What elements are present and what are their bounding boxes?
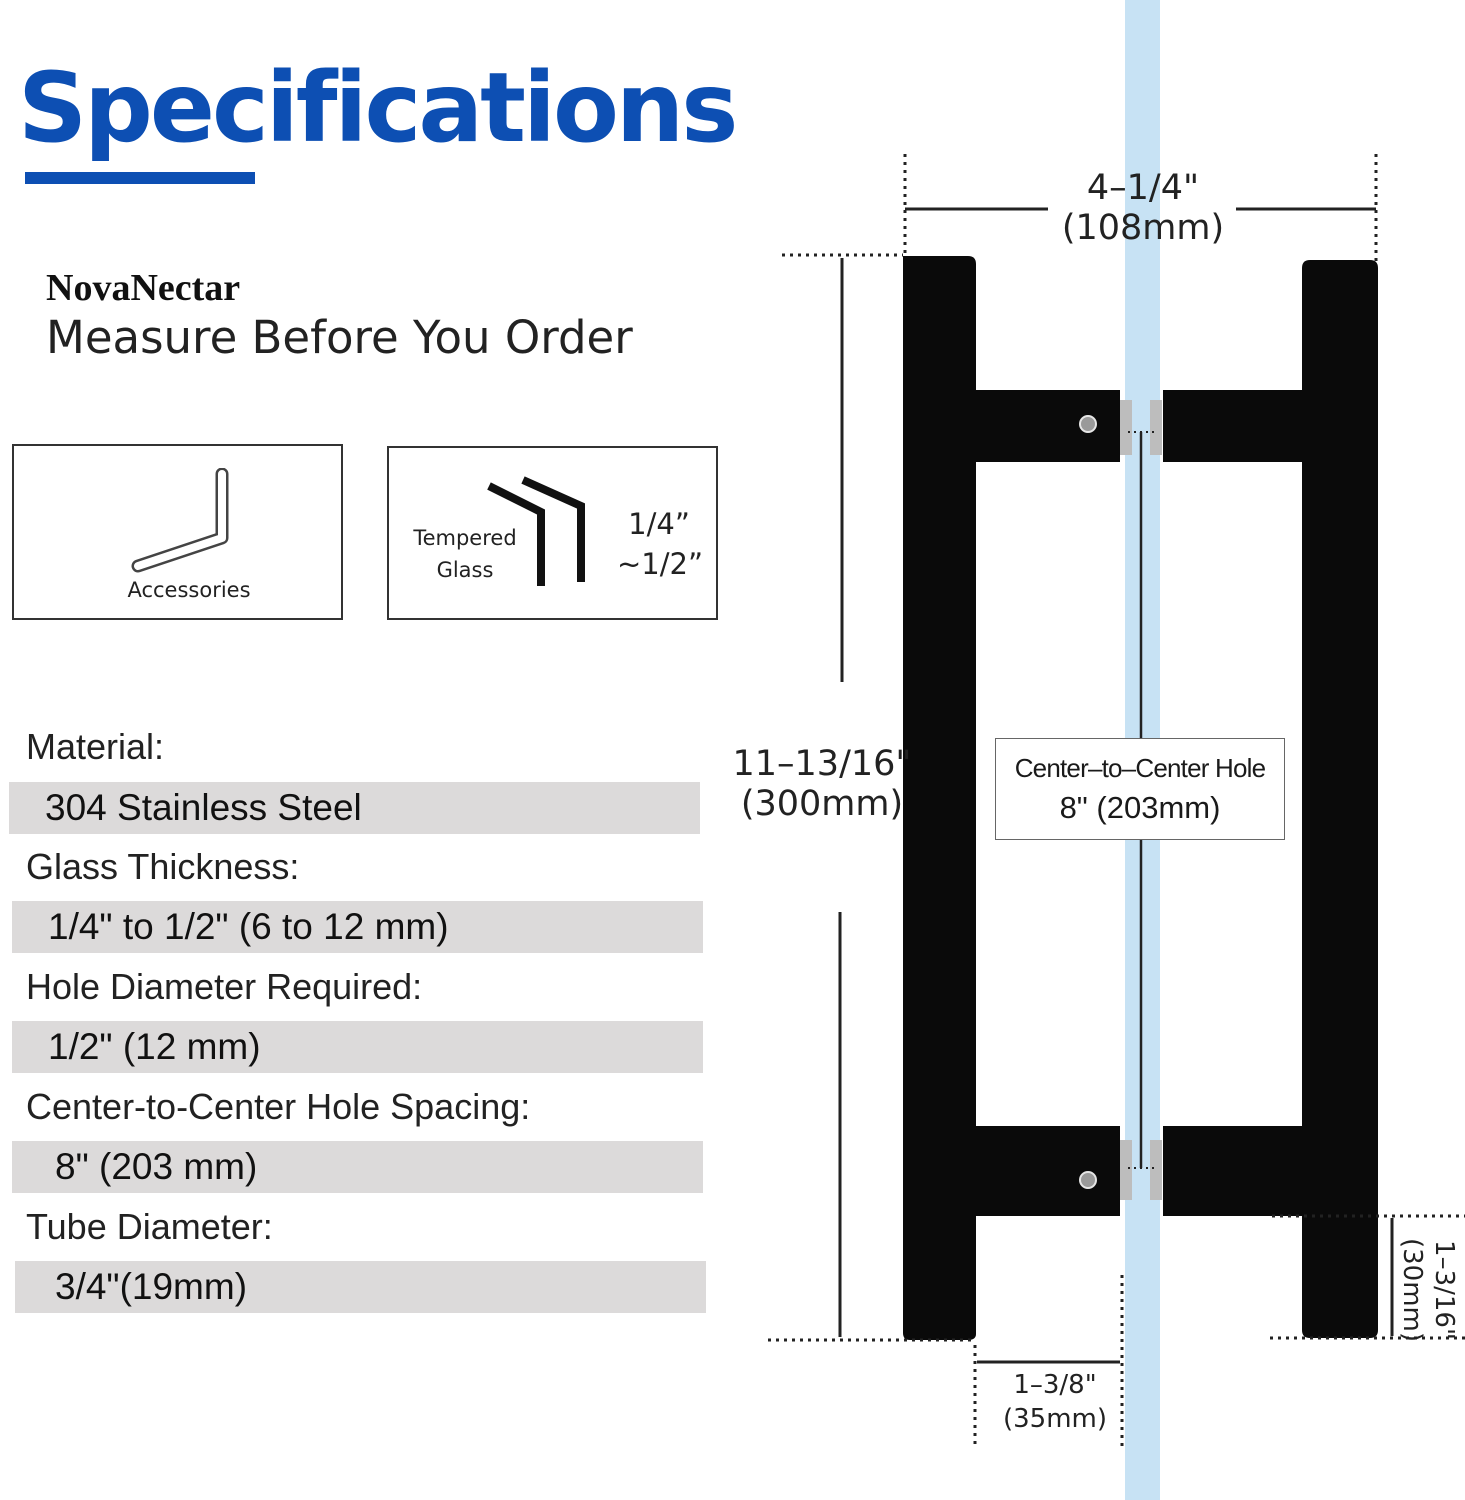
- bottom-washer-right: [1150, 1140, 1162, 1200]
- spec-glass-thickness-value: 1/4" to 1/2" (6 to 12 mm): [48, 906, 449, 947]
- glass-clamp-icon: [487, 476, 585, 586]
- title-underline: [25, 172, 255, 184]
- bottom-washer-left: [1120, 1140, 1132, 1200]
- width-mm: (108mm): [1061, 208, 1225, 248]
- spec-tube-diameter-bar: 3/4"(19mm): [15, 1261, 706, 1313]
- spec-material-bar: 304 Stainless Steel: [9, 782, 700, 834]
- height-dimension-label: 11–13/16" (300mm): [732, 744, 912, 824]
- spec-hole-spacing-value: 8" (203 mm): [55, 1146, 258, 1187]
- top-washer-left: [1120, 400, 1132, 455]
- brand-tagline: Measure Before You Order: [46, 311, 633, 364]
- spec-glass-thickness-label: Glass Thickness:: [26, 846, 300, 887]
- center-to-center-callout: Center–to–Center Hole 8" (203mm): [995, 738, 1285, 840]
- bottom-set-screw-icon: [1079, 1171, 1097, 1189]
- left-bottom-standoff: [970, 1126, 1120, 1216]
- spec-hole-diameter-value: 1/2" (12 mm): [48, 1026, 261, 1067]
- glass-label-line2: Glass: [436, 558, 494, 582]
- allen-key-icon: [131, 468, 229, 573]
- glass-thickness-min: 1/4”: [628, 507, 690, 541]
- right-top-standoff: [1163, 390, 1308, 462]
- brand-name: NovaNectar: [46, 267, 241, 309]
- right-handle-leg: [1302, 260, 1378, 1338]
- spec-glass-thickness-bar: 1/4" to 1/2" (6 to 12 mm): [12, 901, 703, 953]
- spec-hole-spacing-bar: 8" (203 mm): [12, 1141, 703, 1193]
- right-bottom-standoff: [1163, 1126, 1308, 1216]
- spec-hole-diameter-label: Hole Diameter Required:: [26, 966, 423, 1007]
- glass-thickness-max: ~1/2”: [617, 547, 703, 581]
- height-mm: (300mm): [740, 784, 904, 824]
- spec-tube-diameter-value: 3/4"(19mm): [55, 1266, 248, 1307]
- top-set-screw-icon: [1079, 415, 1097, 433]
- spec-hole-spacing-label: Center-to-Center Hole Spacing:: [26, 1086, 531, 1127]
- tempered-glass-box: Tempered Glass 1/4” ~1/2”: [387, 446, 718, 620]
- accessories-label: Accessories: [127, 578, 251, 602]
- width-dimension-label: 4–1/4" (108mm): [1050, 168, 1236, 248]
- offset-inches: 1–3/8": [1013, 1370, 1097, 1400]
- spec-material-label: Material:: [26, 726, 165, 767]
- offset-dimension-label: 1–3/8" (35mm): [990, 1368, 1120, 1436]
- top-washer-right: [1150, 400, 1162, 455]
- center-callout-value: 8" (203mm): [1059, 790, 1221, 825]
- height-inches: 11–13/16": [732, 744, 912, 784]
- glass-thickness-range: 1/4” ~1/2”: [617, 504, 703, 584]
- spec-tube-diameter-label: Tube Diameter:: [26, 1206, 273, 1247]
- tempered-label-line1: Tempered: [413, 526, 517, 550]
- foot-dimension-label: 1–3/16" (30mm): [1396, 1230, 1460, 1350]
- accessories-box: Accessories: [12, 444, 343, 620]
- left-handle-leg: [903, 256, 976, 1340]
- center-callout-label: Center–to–Center Hole: [1014, 753, 1266, 783]
- foot-inches: 1–3/16": [1429, 1240, 1459, 1340]
- offset-mm: (35mm): [1002, 1404, 1108, 1434]
- spec-material-value: 304 Stainless Steel: [45, 787, 362, 828]
- left-top-standoff: [970, 390, 1120, 462]
- page-title: Specifications: [18, 52, 738, 164]
- width-inches: 4–1/4": [1086, 168, 1200, 208]
- tempered-glass-label: Tempered Glass: [405, 522, 525, 586]
- spec-hole-diameter-bar: 1/2" (12 mm): [12, 1021, 703, 1073]
- foot-mm: (30mm): [1397, 1237, 1427, 1343]
